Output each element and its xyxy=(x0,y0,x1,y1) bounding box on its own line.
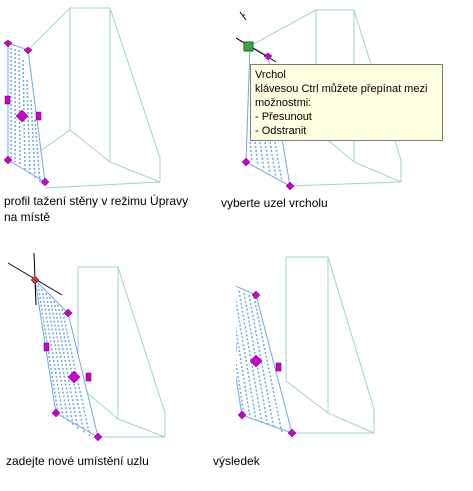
grips[interactable] xyxy=(3,39,50,187)
step3-panel xyxy=(0,245,236,490)
grips[interactable] xyxy=(43,308,103,442)
hatched-profile xyxy=(236,285,293,434)
vertex-tooltip: Vrchol klávesou Ctrl můžete přepínat mez… xyxy=(250,64,443,141)
caption-step1-line1: profil tažení stěny v režimu Úpravy xyxy=(4,194,189,208)
step1-drawing xyxy=(3,7,161,189)
tooltip-title: Vrchol xyxy=(255,69,286,81)
moving-vertex-grip[interactable] xyxy=(30,275,40,285)
tooltip-line1: klávesou Ctrl můžete přepínat mezi xyxy=(255,83,428,95)
caption-step2: vyberte uzel vrcholu xyxy=(221,196,328,210)
caption-step1-line2: na místě xyxy=(4,210,51,224)
step3-drawing xyxy=(7,252,166,442)
grips[interactable] xyxy=(236,275,297,438)
caption-step4: výsledek xyxy=(213,454,260,468)
selected-vertex-grip[interactable] xyxy=(243,41,254,52)
tooltip-option-delete: - Odstranit xyxy=(255,125,307,137)
grips[interactable] xyxy=(241,52,295,191)
step1-panel xyxy=(0,0,236,245)
caption-step3: zadejte nové umístění uzlu xyxy=(6,454,149,468)
tooltip-line2: možnostmi: xyxy=(255,97,312,109)
step4-panel xyxy=(236,245,472,490)
hatched-profile xyxy=(34,278,99,439)
step4-drawing xyxy=(236,256,375,438)
tooltip-option-move: - Přesunout xyxy=(255,111,312,123)
